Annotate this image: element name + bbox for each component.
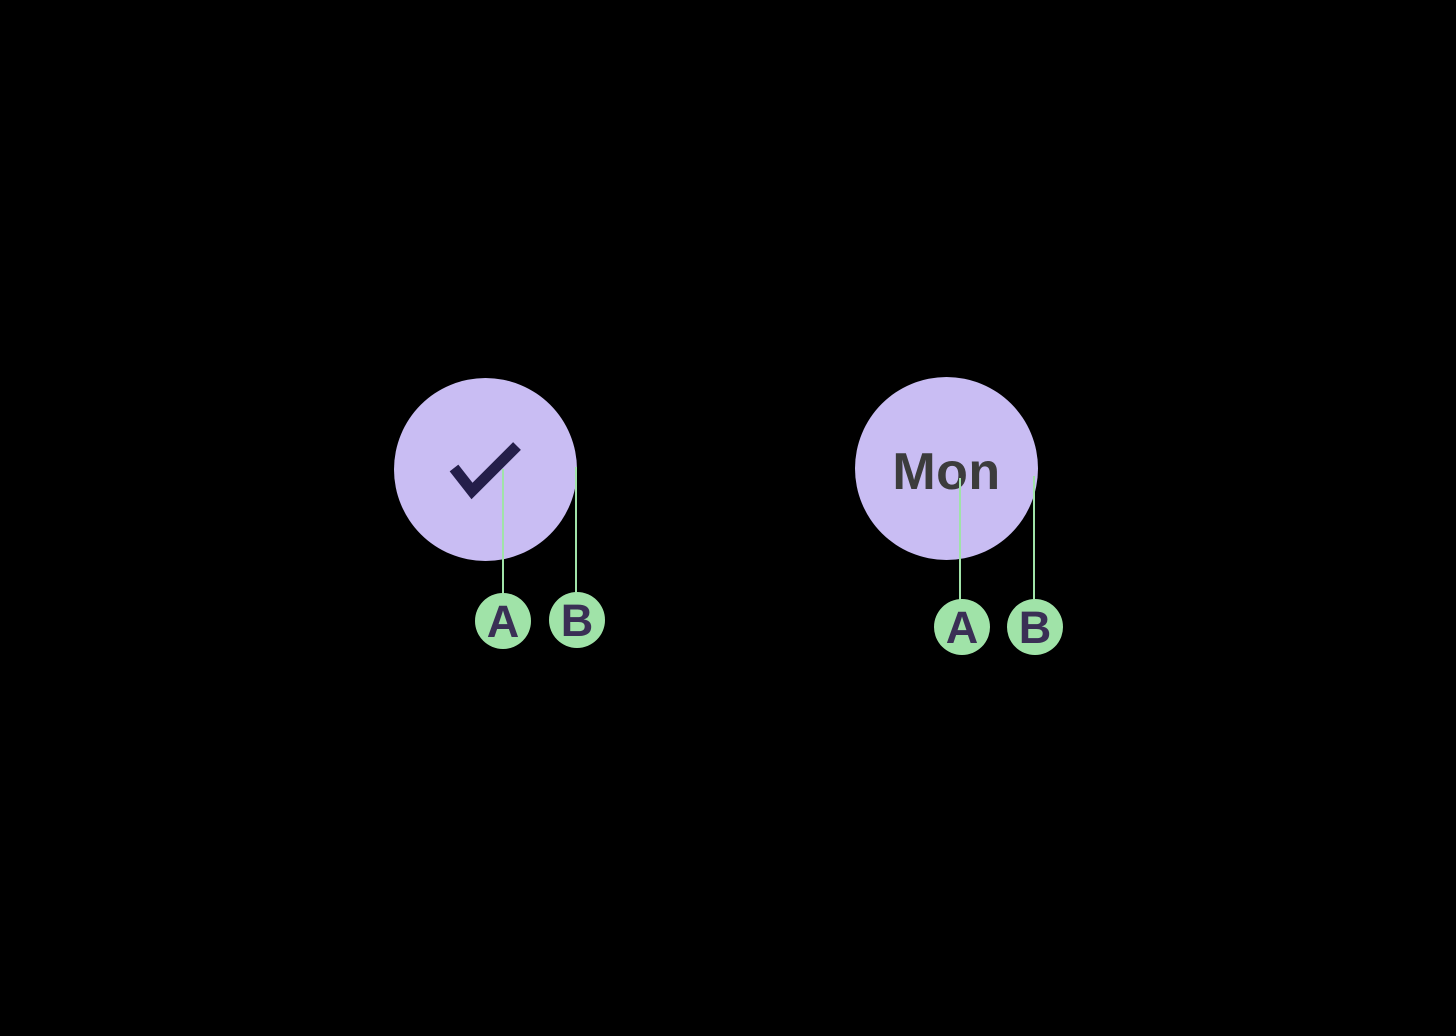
checkmark-icon <box>449 442 521 500</box>
port-label: B <box>560 595 594 646</box>
connector-left-port-b <box>575 467 577 593</box>
port-label: A <box>945 602 979 653</box>
node-label: Mon <box>892 442 1001 501</box>
port-label: A <box>486 596 520 647</box>
port-badge-right-a[interactable]: A <box>934 599 990 655</box>
port-label: B <box>1018 602 1052 653</box>
port-badge-right-b[interactable]: B <box>1007 599 1063 655</box>
node-checkmark[interactable] <box>394 378 577 561</box>
connector-right-port-b <box>1033 476 1035 600</box>
port-badge-left-b[interactable]: B <box>549 592 605 648</box>
port-badge-left-a[interactable]: A <box>475 593 531 649</box>
connector-left-port-a <box>502 469 504 594</box>
connector-right-port-a <box>959 478 961 601</box>
node-mon[interactable]: Mon <box>855 377 1038 560</box>
